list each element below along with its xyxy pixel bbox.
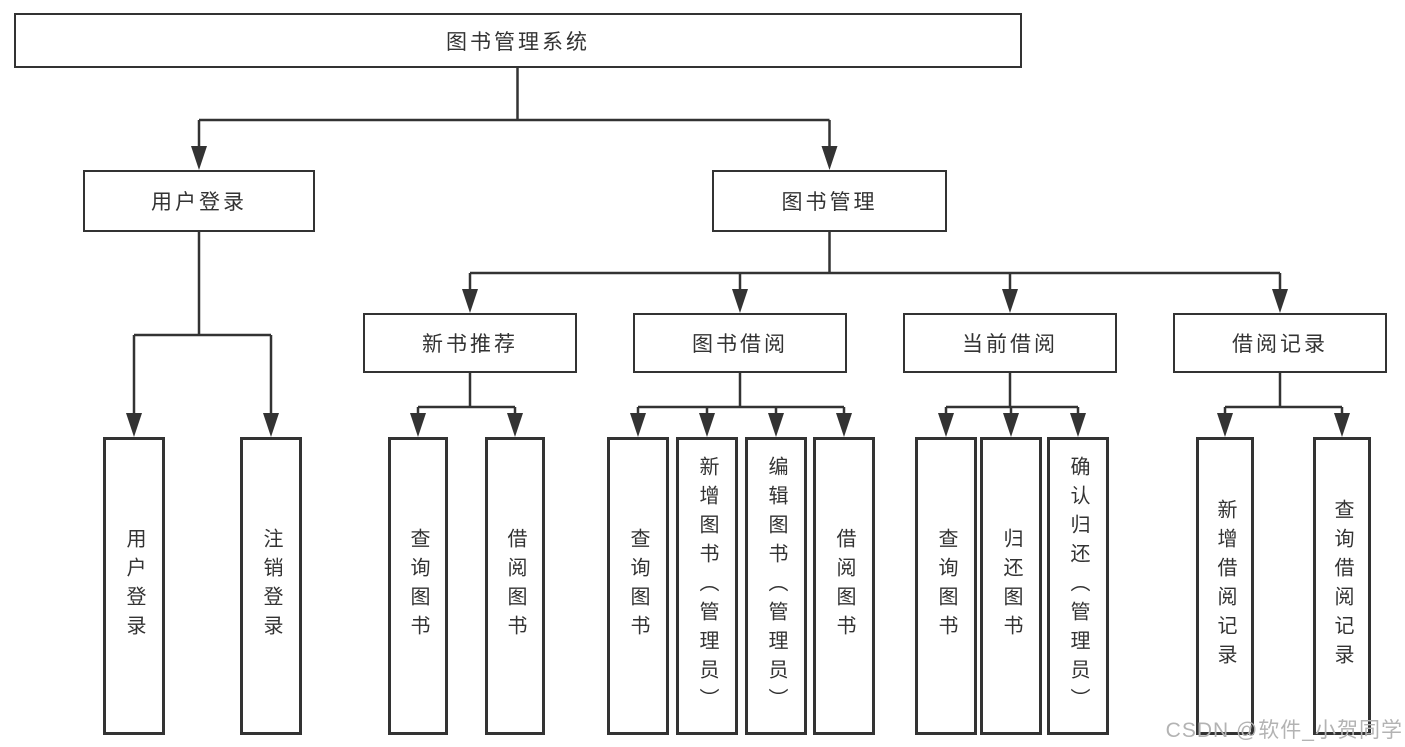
node-borrow-record: 借阅记录: [1173, 313, 1387, 373]
node-root-label: 图书管理系统: [446, 30, 590, 54]
leaf-user-login-label: 用户登录: [123, 528, 145, 644]
node-user-login-label: 用户登录: [151, 191, 247, 214]
leaf-borrow-query-book: 查询图书: [607, 437, 669, 735]
leaf-return-book: 归还图书: [980, 437, 1042, 735]
leaf-add-borrow-record-label: 新增借阅记录: [1214, 499, 1236, 673]
leaf-query-borrow-record: 查询借阅记录: [1313, 437, 1371, 735]
watermark-text: CSDN @软件_小贺同学: [1165, 719, 1403, 742]
node-book-borrow-label: 图书借阅: [692, 333, 788, 356]
leaf-current-query-book: 查询图书: [915, 437, 977, 735]
leaf-logout-login: 注销登录: [240, 437, 302, 735]
leaf-return-book-label: 归还图书: [1000, 528, 1022, 644]
leaf-recommend-query-book-label: 查询图书: [407, 528, 429, 644]
leaf-user-login: 用户登录: [103, 437, 165, 735]
node-root: 图书管理系统: [14, 13, 1022, 68]
edge-user-login-to-leaves: [132, 232, 273, 417]
leaf-edit-book-admin-label: 编辑图书（管理员）: [765, 455, 787, 717]
edge-new-book-recommend-to-leaves: [416, 373, 517, 417]
edge-current-borrow-to-leaves: [944, 373, 1080, 417]
leaf-borrow-book: 借阅图书: [813, 437, 875, 735]
leaf-edit-book-admin: 编辑图书（管理员）: [745, 437, 807, 735]
node-book-management: 图书管理: [712, 170, 947, 232]
node-book-management-label: 图书管理: [781, 191, 878, 214]
node-user-login: 用户登录: [83, 170, 315, 232]
leaf-add-book-admin: 新增图书（管理员）: [676, 437, 738, 735]
leaf-add-book-admin-label: 新增图书（管理员）: [696, 455, 718, 717]
node-borrow-record-label: 借阅记录: [1232, 333, 1328, 356]
edge-book-management-to-level3: [468, 232, 1282, 293]
leaf-confirm-return-admin: 确认归还（管理员）: [1047, 437, 1109, 735]
leaf-recommend-borrow-book-label: 借阅图书: [504, 528, 526, 644]
leaf-add-borrow-record: 新增借阅记录: [1196, 437, 1254, 735]
node-new-book-recommend: 新书推荐: [363, 313, 577, 373]
leaf-recommend-query-book: 查询图书: [388, 437, 448, 735]
leaf-borrow-query-book-label: 查询图书: [627, 528, 649, 644]
edge-book-borrow-to-leaves: [636, 373, 846, 417]
leaf-borrow-book-label: 借阅图书: [833, 528, 855, 644]
node-current-borrow-label: 当前借阅: [962, 333, 1058, 356]
leaf-confirm-return-admin-label: 确认归还（管理员）: [1067, 455, 1089, 717]
node-book-borrow: 图书借阅: [633, 313, 847, 373]
edge-borrow-record-to-leaves: [1223, 373, 1344, 417]
leaf-query-borrow-record-label: 查询借阅记录: [1331, 499, 1353, 673]
leaf-logout-login-label: 注销登录: [260, 528, 282, 644]
leaf-recommend-borrow-book: 借阅图书: [485, 437, 545, 735]
edge-root-to-level2: [197, 68, 831, 150]
arrowheads: [126, 146, 1350, 437]
node-new-book-recommend-label: 新书推荐: [422, 333, 518, 356]
leaf-current-query-book-label: 查询图书: [935, 528, 957, 644]
node-current-borrow: 当前借阅: [903, 313, 1117, 373]
